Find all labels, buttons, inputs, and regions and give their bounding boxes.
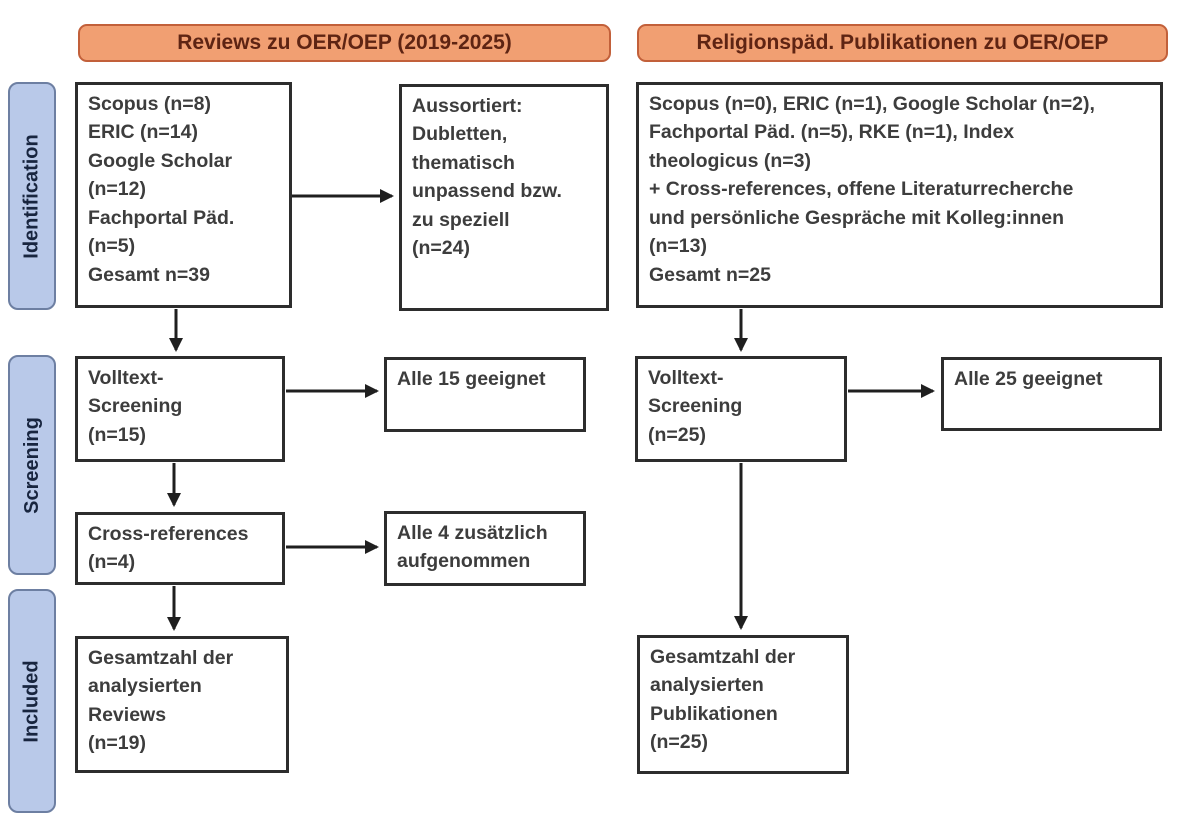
box-right-included-total: Gesamtzahl der analysierten Publikatione… xyxy=(637,635,849,774)
box-left-screening-result: Alle 15 geeignet xyxy=(384,357,586,432)
stage-label-included: Included xyxy=(8,589,56,813)
box-left-cross-references-result: Alle 4 zusätzlich aufgenommen xyxy=(384,511,586,586)
box-left-identification-sources: Scopus (n=8) ERIC (n=14) Google Scholar … xyxy=(75,82,292,308)
box-left-excluded: Aussortiert: Dubletten, thematisch unpas… xyxy=(399,84,609,311)
box-right-fulltext-screening: Volltext- Screening (n=25) xyxy=(635,356,847,462)
box-right-identification-sources: Scopus (n=0), ERIC (n=1), Google Scholar… xyxy=(636,82,1163,308)
box-left-included-total: Gesamtzahl der analysierten Reviews (n=1… xyxy=(75,636,289,773)
stage-label-screening: Screening xyxy=(8,355,56,575)
stage-label-identification: Identification xyxy=(8,82,56,310)
stage-included-text: Included xyxy=(20,659,43,743)
column-header-reviews: Reviews zu OER/OEP (2019-2025) xyxy=(78,24,611,62)
box-left-fulltext-screening: Volltext- Screening (n=15) xyxy=(75,356,285,462)
stage-identification-text: Identification xyxy=(20,133,43,259)
box-right-screening-result: Alle 25 geeignet xyxy=(941,357,1162,431)
stage-screening-text: Screening xyxy=(20,416,43,514)
column-header-religionspaed: Religionspäd. Publikationen zu OER/OEP xyxy=(637,24,1168,62)
box-left-cross-references: Cross-references (n=4) xyxy=(75,512,285,585)
